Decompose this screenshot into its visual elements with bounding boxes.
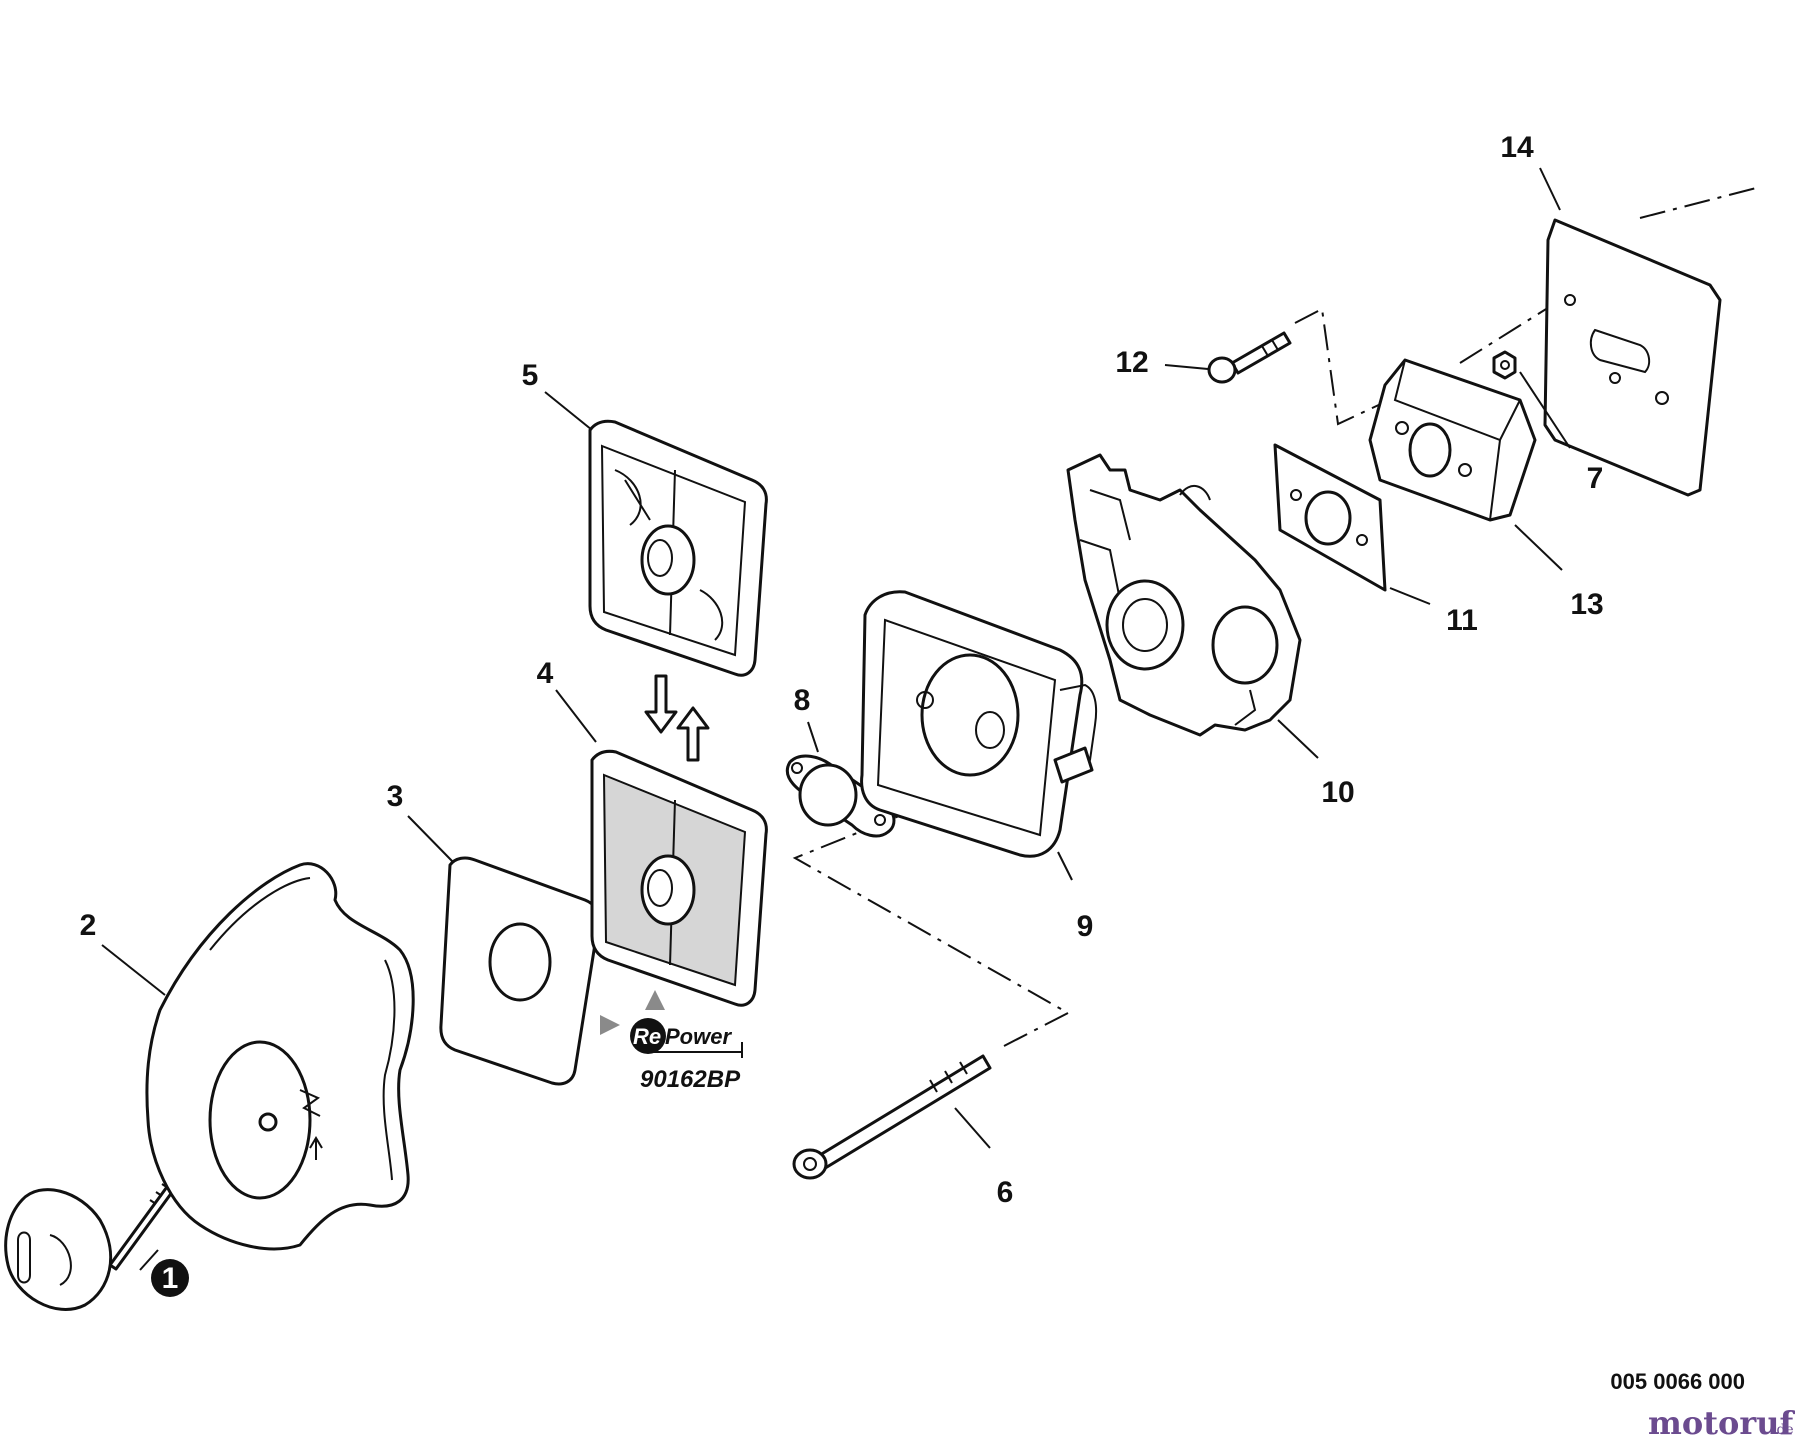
pre-filter-part <box>439 856 600 1086</box>
callout-2: 2 <box>80 909 97 942</box>
watermark-name: motoruf <box>1648 1404 1795 1442</box>
choke-shutter-part <box>786 754 896 838</box>
callout-7: 7 <box>1587 462 1604 495</box>
air-cleaner-cover-part <box>145 862 415 1251</box>
motoruf-watermark-logo: motoruf .de <box>1648 1404 1795 1442</box>
callout-9: 9 <box>1077 910 1094 943</box>
air-filter-element-part <box>590 749 768 1007</box>
watermark-tld: .de <box>1772 1422 1794 1438</box>
callout-1: 1 <box>162 1262 179 1295</box>
callout-6: 6 <box>997 1176 1014 1209</box>
repower-part-code: 90162BP <box>640 1066 741 1093</box>
repower-badge: Re Power 90162BP <box>600 990 743 1093</box>
repower-brand-power: Power <box>665 1024 732 1049</box>
callout-1-marker <box>151 1259 189 1297</box>
swap-arrows-icon <box>644 674 710 762</box>
repower-arrow-icon <box>600 1015 620 1035</box>
callout-14: 14 <box>1500 131 1534 164</box>
air-cleaner-case-part <box>860 590 1098 858</box>
air-filter-upper-part <box>588 419 768 677</box>
callout-4: 4 <box>537 657 554 690</box>
carburetor-part <box>1066 453 1302 737</box>
callout-10: 10 <box>1321 776 1354 809</box>
mounting-gasket-part <box>1543 218 1722 497</box>
callout-11: 11 <box>1446 604 1478 637</box>
callout-3: 3 <box>387 780 404 813</box>
repower-arrow-icon <box>645 990 665 1010</box>
screw-part <box>1207 331 1292 384</box>
callout-8: 8 <box>794 684 811 717</box>
nut-part <box>1492 350 1517 380</box>
drawing-number: 005 0066 000 <box>1610 1369 1745 1394</box>
knob-screw-part <box>4 1178 180 1311</box>
insulator-part <box>1368 358 1537 522</box>
gasket-part <box>1273 443 1387 592</box>
repower-logo-disc <box>630 1018 666 1054</box>
callout-13: 13 <box>1570 588 1603 621</box>
leader-lines <box>101 167 1571 1271</box>
callout-12: 12 <box>1115 346 1148 379</box>
long-bolt-part <box>792 1054 992 1180</box>
repower-brand-re: Re <box>633 1024 661 1049</box>
callout-5: 5 <box>522 359 539 392</box>
